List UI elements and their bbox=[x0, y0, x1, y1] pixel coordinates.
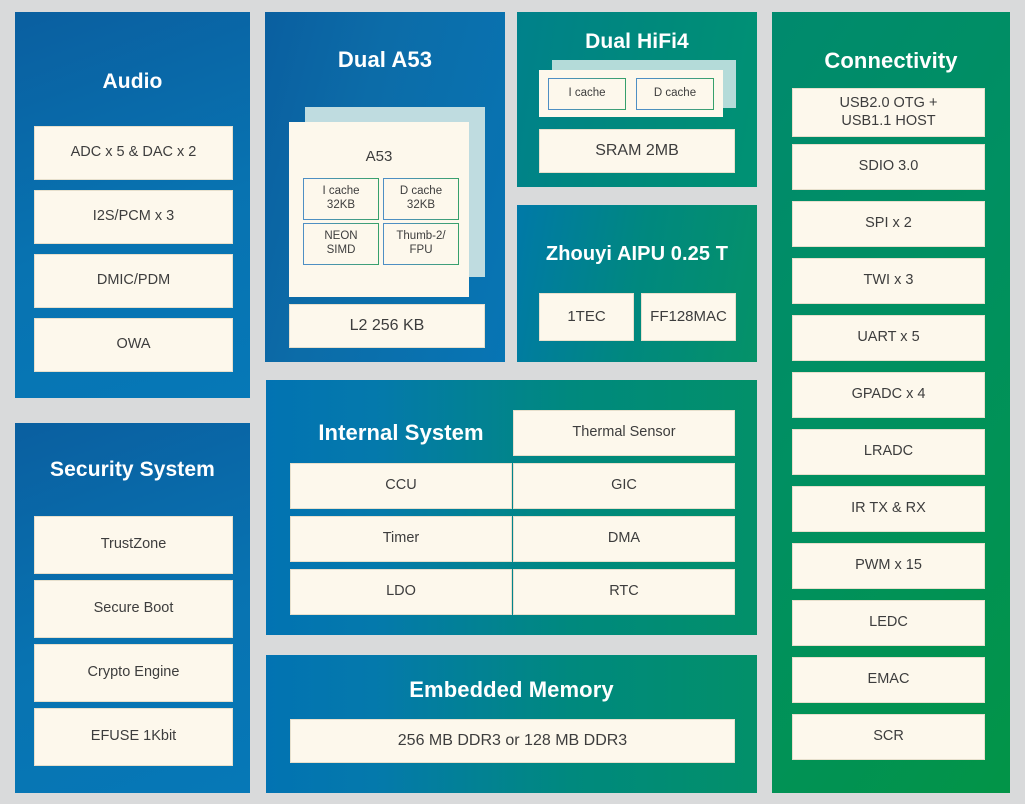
connectivity-item-spi: SPI x 2 bbox=[792, 201, 985, 247]
connectivity-item-twi: TWI x 3 bbox=[792, 258, 985, 304]
security-item-efuse: EFUSE 1Kbit bbox=[34, 708, 233, 766]
a53-i-cache-line2: 32KB bbox=[326, 199, 356, 211]
a53-i-cache-line1: I cache bbox=[322, 185, 360, 198]
panel-connectivity-title: Connectivity bbox=[824, 48, 958, 73]
audio-item-adc-dac: ADC x 5 & DAC x 2 bbox=[34, 126, 233, 180]
audio-item-owa: OWA bbox=[34, 318, 233, 372]
internal-item-ldo: LDO bbox=[290, 569, 512, 615]
connectivity-usb-line2: USB1.1 HOST bbox=[841, 112, 936, 129]
internal-item-dma: DMA bbox=[513, 516, 735, 562]
embedded-memory-item-ddr3: 256 MB DDR3 or 128 MB DDR3 bbox=[290, 719, 735, 763]
a53-neon-line2: SIMD bbox=[326, 244, 356, 256]
security-item-crypto-engine: Crypto Engine bbox=[34, 644, 233, 702]
panel-embedded-memory: Embedded Memory 256 MB DDR3 or 128 MB DD… bbox=[266, 655, 757, 793]
connectivity-item-ir: IR TX & RX bbox=[792, 486, 985, 532]
a53-d-cache-line2: 32KB bbox=[406, 199, 436, 211]
panel-dual-hifi4: Dual HiFi4 I cache D cache SRAM 2MB bbox=[517, 12, 757, 187]
panel-internal-system: Internal System Thermal Sensor CCU GIC T… bbox=[266, 380, 757, 635]
panel-security-system: Security System TrustZone Secure Boot Cr… bbox=[15, 423, 250, 793]
connectivity-item-scr: SCR bbox=[792, 714, 985, 760]
a53-cell-thumb2-fpu: Thumb-2/ FPU bbox=[383, 223, 459, 265]
internal-item-timer: Timer bbox=[290, 516, 512, 562]
a53-neon-line1: NEON bbox=[324, 230, 358, 243]
internal-item-ccu: CCU bbox=[290, 463, 512, 509]
panel-dual-a53: Dual A53 A53 I cache 32KB D cache 32KB N… bbox=[265, 12, 505, 362]
a53-card-label: A53 bbox=[365, 148, 393, 165]
panel-zhouyi-aipu-title: Zhouyi AIPU 0.25 T bbox=[545, 243, 729, 265]
a53-cell-d-cache: D cache 32KB bbox=[383, 178, 459, 220]
panel-embedded-memory-title: Embedded Memory bbox=[409, 677, 614, 702]
panel-dual-hifi4-title: Dual HiFi4 bbox=[585, 30, 689, 53]
panel-security-title: Security System bbox=[50, 458, 215, 481]
panel-audio: Audio ADC x 5 & DAC x 2 I2S/PCM x 3 DMIC… bbox=[15, 12, 250, 398]
a53-cell-neon-simd: NEON SIMD bbox=[303, 223, 379, 265]
internal-thermal-sensor: Thermal Sensor bbox=[513, 410, 735, 456]
connectivity-item-lradc: LRADC bbox=[792, 429, 985, 475]
a53-l2-cache: L2 256 KB bbox=[289, 304, 485, 348]
security-item-trustzone: TrustZone bbox=[34, 516, 233, 574]
connectivity-item-gpadc: GPADC x 4 bbox=[792, 372, 985, 418]
hifi4-cell-d-cache: D cache bbox=[636, 78, 714, 110]
panel-zhouyi-aipu: Zhouyi AIPU 0.25 T 1TEC FF128MAC bbox=[517, 205, 757, 362]
hifi4-sram: SRAM 2MB bbox=[539, 129, 735, 173]
panel-audio-title: Audio bbox=[102, 70, 163, 93]
connectivity-item-uart: UART x 5 bbox=[792, 315, 985, 361]
internal-item-gic: GIC bbox=[513, 463, 735, 509]
aipu-item-ff128mac: FF128MAC bbox=[641, 293, 736, 341]
panel-internal-system-title: Internal System bbox=[318, 420, 484, 445]
panel-connectivity: Connectivity USB2.0 OTG + USB1.1 HOST SD… bbox=[772, 12, 1010, 793]
connectivity-item-usb: USB2.0 OTG + USB1.1 HOST bbox=[792, 88, 985, 137]
connectivity-item-sdio: SDIO 3.0 bbox=[792, 144, 985, 190]
panel-dual-a53-title: Dual A53 bbox=[337, 47, 433, 72]
audio-item-dmic-pdm: DMIC/PDM bbox=[34, 254, 233, 308]
connectivity-item-emac: EMAC bbox=[792, 657, 985, 703]
a53-core-card: A53 I cache 32KB D cache 32KB NEON SIMD … bbox=[289, 122, 469, 297]
a53-thumb-line2: FPU bbox=[409, 244, 433, 256]
internal-item-rtc: RTC bbox=[513, 569, 735, 615]
hifi4-cell-i-cache: I cache bbox=[548, 78, 626, 110]
security-item-secure-boot: Secure Boot bbox=[34, 580, 233, 638]
hifi4-core-card: I cache D cache bbox=[539, 70, 723, 117]
connectivity-usb-line1: USB2.0 OTG + bbox=[839, 94, 938, 111]
aipu-item-1tec: 1TEC bbox=[539, 293, 634, 341]
a53-thumb-line1: Thumb-2/ bbox=[396, 230, 446, 243]
connectivity-item-pwm: PWM x 15 bbox=[792, 543, 985, 589]
a53-d-cache-line1: D cache bbox=[399, 185, 443, 198]
connectivity-item-ledc: LEDC bbox=[792, 600, 985, 646]
audio-item-i2s-pcm: I2S/PCM x 3 bbox=[34, 190, 233, 244]
a53-cell-i-cache: I cache 32KB bbox=[303, 178, 379, 220]
